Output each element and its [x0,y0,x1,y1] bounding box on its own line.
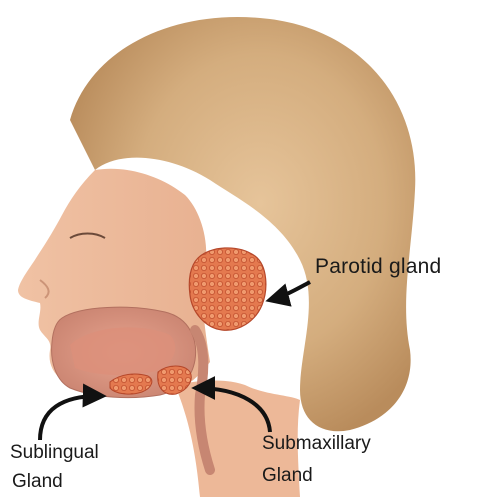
parotid-gland-label: Parotid gland [315,256,441,277]
parotid-gland [189,248,266,330]
submaxillary-gland-label-line2: Gland [262,466,313,485]
sublingual-gland-label-line1: Sublingual [10,443,99,462]
sublingual-gland-label-line2: Gland [12,472,63,491]
parotid-arrow [270,282,310,300]
sublingual-arrow [40,396,102,440]
submaxillary-gland-label-line1: Submaxillary [262,434,371,453]
